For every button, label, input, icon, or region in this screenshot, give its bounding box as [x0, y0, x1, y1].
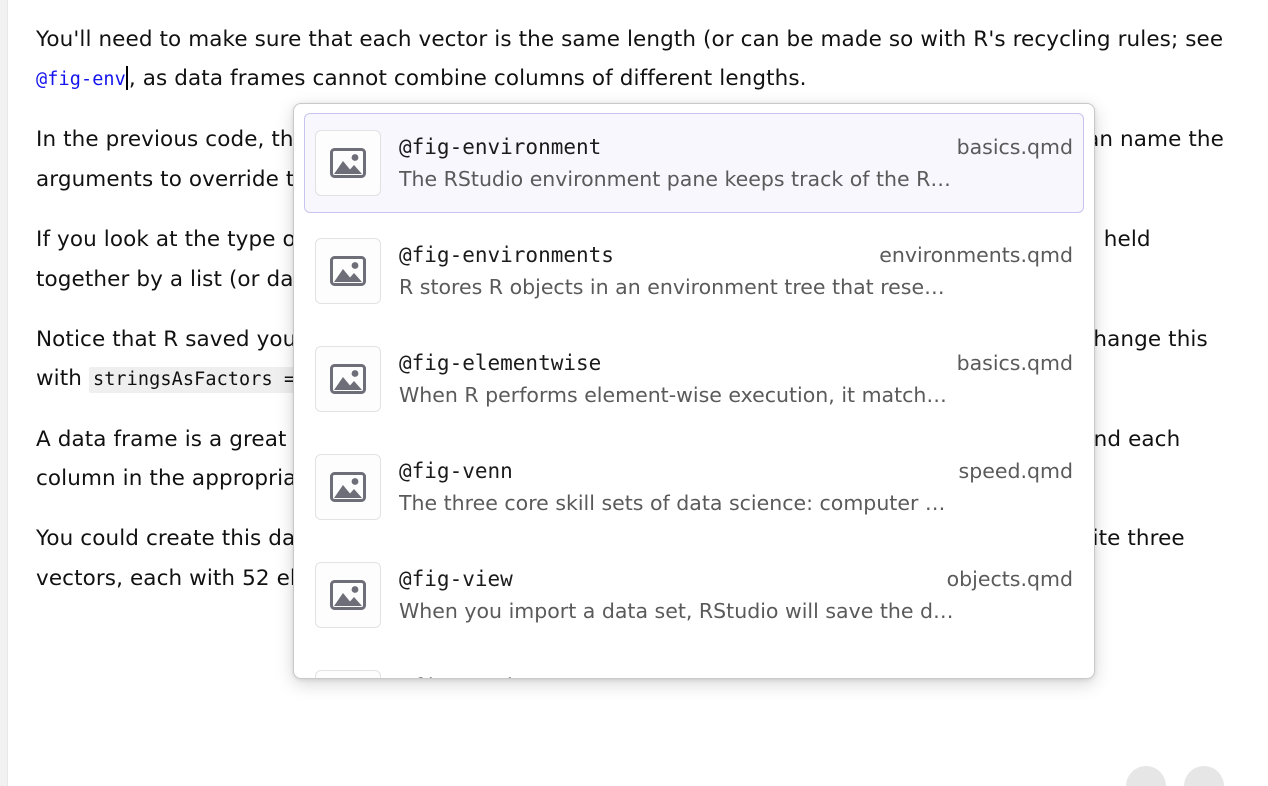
autocomplete-item-file: cards.qmd [965, 675, 1073, 678]
image-thumbnail-icon [315, 670, 381, 678]
autocomplete-item-description: The three core skill sets of data scienc… [399, 491, 946, 515]
autocomplete-item-header: @fig-view objects.qmd [399, 567, 1073, 591]
autocomplete-item-description: When R performs element-wise execution, … [399, 383, 947, 407]
autocomplete-item-file: basics.qmd [956, 135, 1073, 159]
image-thumbnail-icon [315, 238, 381, 304]
text-run: You'll need to make sure that each vecto… [36, 27, 1224, 52]
autocomplete-item-id: @fig-cards [399, 675, 525, 678]
autocomplete-item-id: @fig-environment [399, 135, 602, 159]
image-thumbnail-icon [315, 454, 381, 520]
autocomplete-item-file: objects.qmd [946, 567, 1073, 591]
image-thumbnail-icon [315, 562, 381, 628]
autocomplete-item-id: @fig-elementwise [399, 351, 602, 375]
autocomplete-item-id: @fig-environments [399, 243, 614, 267]
autocomplete-item-description: When you import a data set, RStudio will… [399, 599, 954, 623]
editor-gutter [0, 0, 8, 786]
text-cursor [125, 66, 128, 90]
autocomplete-item-header: @fig-cards cards.qmd [399, 675, 1073, 678]
autocomplete-item-header: @fig-elementwise basics.qmd [399, 351, 1073, 375]
autocomplete-item-header: @fig-venn speed.qmd [399, 459, 1073, 483]
autocomplete-item-file: speed.qmd [958, 459, 1073, 483]
autocomplete-item-file: basics.qmd [956, 351, 1073, 375]
text-run: , as data frames cannot combine columns … [128, 66, 807, 91]
settings-button[interactable] [1184, 766, 1224, 786]
autocomplete-item[interactable]: @fig-cardscards.qmdA deck of playing car… [304, 653, 1084, 678]
autocomplete-item[interactable]: @fig-environments environments.qmd R store… [304, 221, 1084, 321]
autocomplete-item-text: @fig-environments environments.qmd R store… [399, 243, 1073, 299]
paragraph: You'll need to make sure that each vecto… [36, 20, 1236, 99]
autocomplete-item-header: @fig-environment basics.qmd [399, 135, 1073, 159]
autocomplete-item-id: @fig-view [399, 567, 513, 591]
image-thumbnail-icon [315, 346, 381, 412]
autocomplete-item-file: environments.qmd [879, 243, 1073, 267]
autocomplete-item-header: @fig-environments environments.qmd [399, 243, 1073, 267]
autocomplete-item-description: R stores R objects in an environment tre… [399, 275, 945, 299]
cross-reference-token[interactable]: @fig-env [36, 69, 126, 90]
autocomplete-item-description: The RStudio environment pane keeps track… [399, 167, 951, 191]
autocomplete-item-text: @fig-cardscards.qmdA deck of playing car… [399, 675, 1073, 678]
autocomplete-item-id: @fig-venn [399, 459, 513, 483]
image-thumbnail-icon [315, 130, 381, 196]
help-button[interactable] [1126, 766, 1166, 786]
